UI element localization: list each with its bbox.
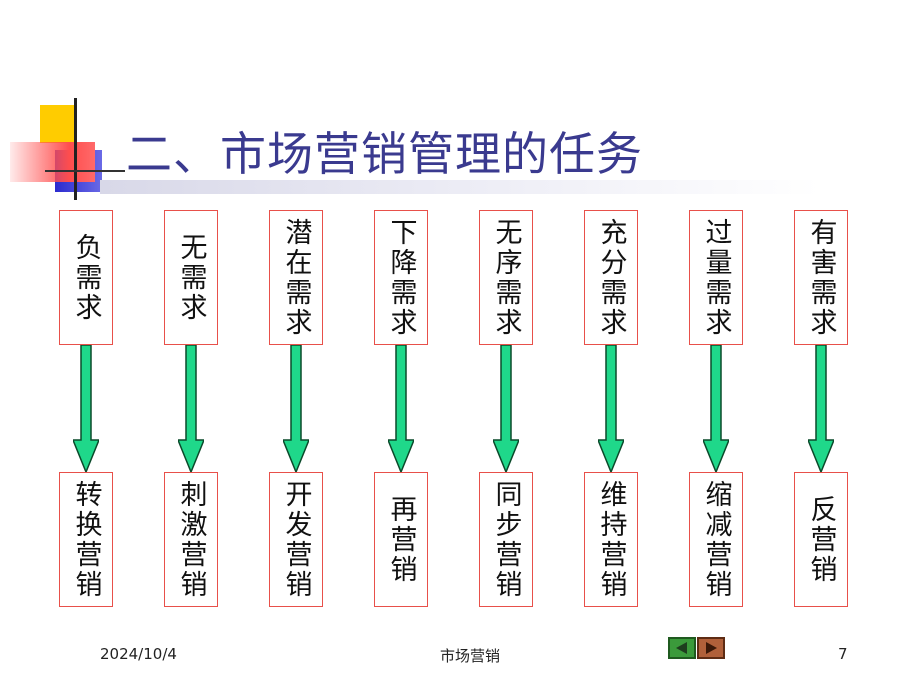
slide-title: 二、市场营销管理的任务 (126, 127, 643, 181)
demand-box: 过量需求 (689, 210, 743, 345)
strategy-box: 再营销 (374, 472, 428, 607)
demand-label: 有害需求 (805, 217, 837, 338)
demand-label: 无序需求 (490, 217, 522, 338)
title-ornament-vertical-line (74, 98, 77, 200)
triangle-left-icon (676, 642, 687, 654)
demand-box: 潜在需求 (269, 210, 323, 345)
title-ornament-yellow-square (40, 105, 76, 143)
title-ornament-red-bar (10, 142, 95, 182)
strategy-label: 转换营销 (70, 479, 102, 600)
strategy-box: 开发营销 (269, 472, 323, 607)
down-arrow-icon (388, 345, 414, 472)
strategy-label: 同步营销 (490, 479, 522, 600)
strategy-box: 缩减营销 (689, 472, 743, 607)
demand-box: 有害需求 (794, 210, 848, 345)
strategy-box: 反营销 (794, 472, 848, 607)
footer-date: 2024/10/4 (100, 645, 177, 663)
down-arrow-icon (703, 345, 729, 472)
next-slide-button[interactable] (697, 637, 725, 659)
strategy-label: 再营销 (385, 494, 417, 585)
demand-box: 负需求 (59, 210, 113, 345)
down-arrow-icon (808, 345, 834, 472)
demand-box: 无序需求 (479, 210, 533, 345)
strategy-box: 维持营销 (584, 472, 638, 607)
strategy-label: 缩减营销 (700, 479, 732, 600)
down-arrow-icon (73, 345, 99, 472)
page-number: 7 (838, 645, 848, 663)
demand-label: 负需求 (70, 232, 102, 323)
strategy-label: 开发营销 (280, 479, 312, 600)
demand-label: 充分需求 (595, 217, 627, 338)
strategy-label: 维持营销 (595, 479, 627, 600)
strategy-label: 反营销 (805, 494, 837, 585)
strategy-box: 转换营销 (59, 472, 113, 607)
demand-label: 下降需求 (385, 217, 417, 338)
title-underline-bar (100, 180, 820, 194)
strategy-box: 刺激营销 (164, 472, 218, 607)
demand-label: 潜在需求 (280, 217, 312, 338)
down-arrow-icon (598, 345, 624, 472)
demand-box: 下降需求 (374, 210, 428, 345)
demand-box: 充分需求 (584, 210, 638, 345)
down-arrow-icon (178, 345, 204, 472)
footer-course-name: 市场营销 (440, 647, 501, 665)
down-arrow-icon (283, 345, 309, 472)
demand-label: 过量需求 (700, 217, 732, 338)
demand-label: 无需求 (175, 232, 207, 323)
previous-slide-button[interactable] (668, 637, 696, 659)
strategy-label: 刺激营销 (175, 479, 207, 600)
down-arrow-icon (493, 345, 519, 472)
demand-box: 无需求 (164, 210, 218, 345)
triangle-right-icon (706, 642, 717, 654)
strategy-box: 同步营销 (479, 472, 533, 607)
title-ornament-horizontal-line (45, 170, 125, 172)
